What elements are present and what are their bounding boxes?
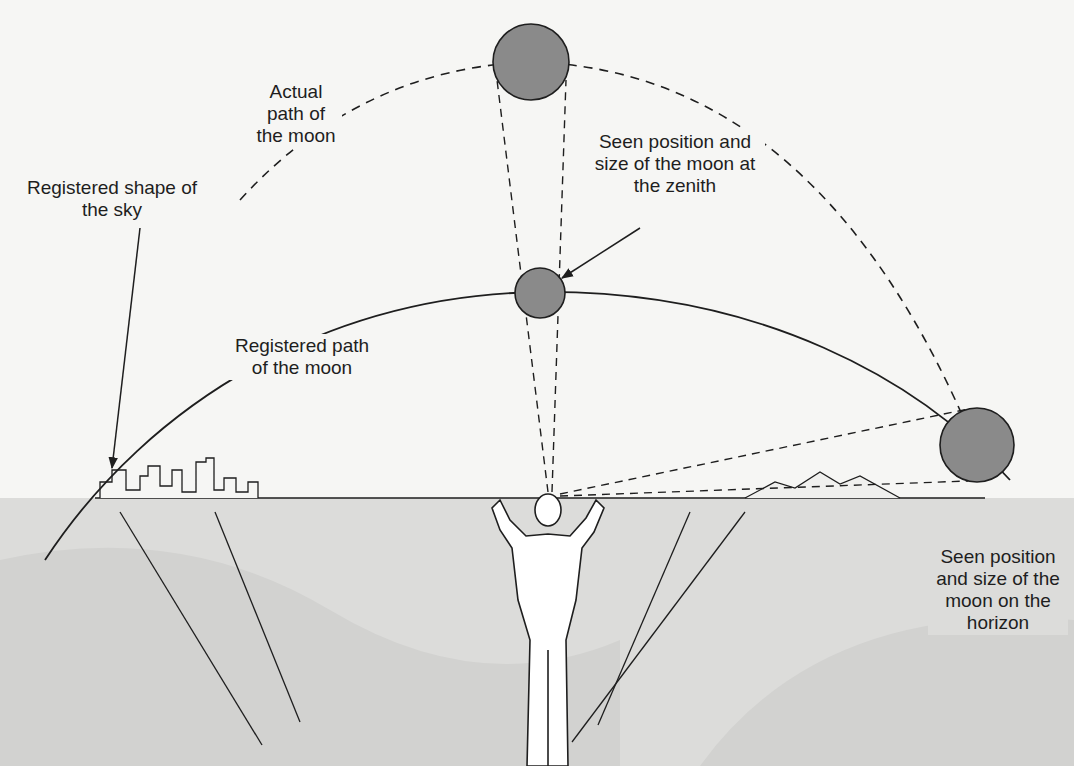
actual-path-dashed-arc (240, 62, 975, 445)
path-label: Actual path of the moon (250, 80, 342, 148)
ground-hill (700, 618, 1074, 766)
sight-line (560, 481, 968, 496)
observer-figure (492, 494, 604, 766)
path-label: Registered path of the moon (222, 334, 382, 380)
sky-label: Registered shape of the sky (22, 176, 202, 222)
observer-leg-line (547, 650, 549, 766)
registered-path-curve (45, 292, 1010, 560)
sight-line (560, 409, 968, 494)
moon-horizon (940, 408, 1014, 482)
perspective-line (120, 512, 262, 745)
leader-arrow (112, 228, 140, 468)
observer-head (535, 494, 561, 526)
perspective-line (215, 512, 300, 722)
perspective-line (598, 512, 690, 725)
perspective-line (572, 512, 745, 742)
mountains (745, 472, 900, 498)
ground-perspective-lines (120, 512, 745, 745)
moon-seen-zenith (515, 268, 565, 318)
zenith-label: Seen position and size of the moon at th… (585, 130, 765, 198)
leader-arrow (562, 228, 640, 278)
horizon-label: Seen position and size of the moon on th… (928, 545, 1068, 635)
observer-body (492, 500, 604, 766)
sight-lines (497, 80, 968, 496)
moon-actual-zenith (493, 24, 569, 100)
ground (0, 498, 1074, 766)
